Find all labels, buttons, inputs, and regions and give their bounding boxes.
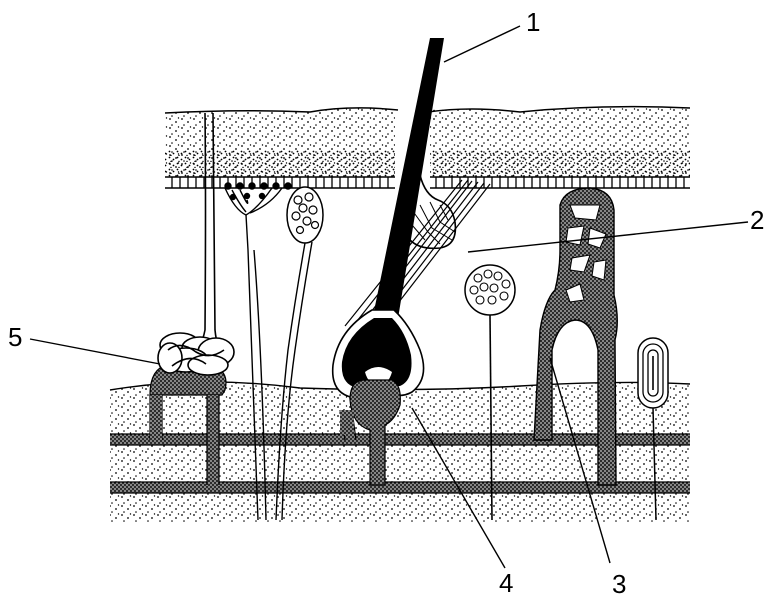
callout-4: 4: [499, 568, 513, 598]
leader-line-5: [30, 339, 160, 364]
leader-line-1: [444, 26, 520, 62]
callout-3: 3: [612, 569, 626, 599]
callout-2: 2: [750, 205, 764, 235]
callout-5: 5: [8, 322, 22, 352]
callout-1: 1: [526, 7, 540, 37]
